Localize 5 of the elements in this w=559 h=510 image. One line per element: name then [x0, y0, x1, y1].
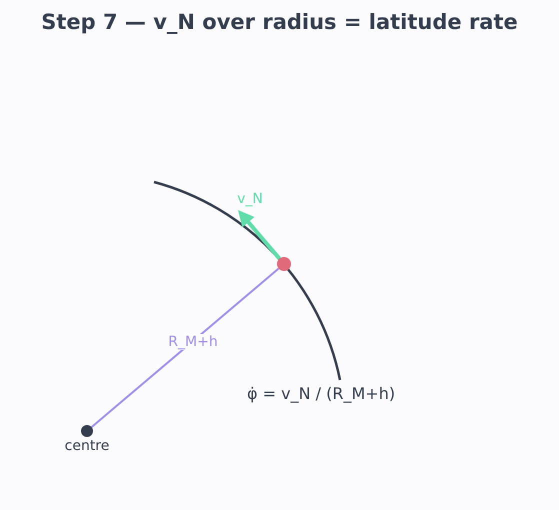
point-label: centre [64, 438, 110, 454]
radius-line [90, 268, 280, 428]
arrow [238, 210, 281, 260]
title: Step 7 — v_N over radius = latitude rate [41, 10, 518, 34]
formula: φ̇ = v_N / (R_M+h) [247, 384, 396, 403]
